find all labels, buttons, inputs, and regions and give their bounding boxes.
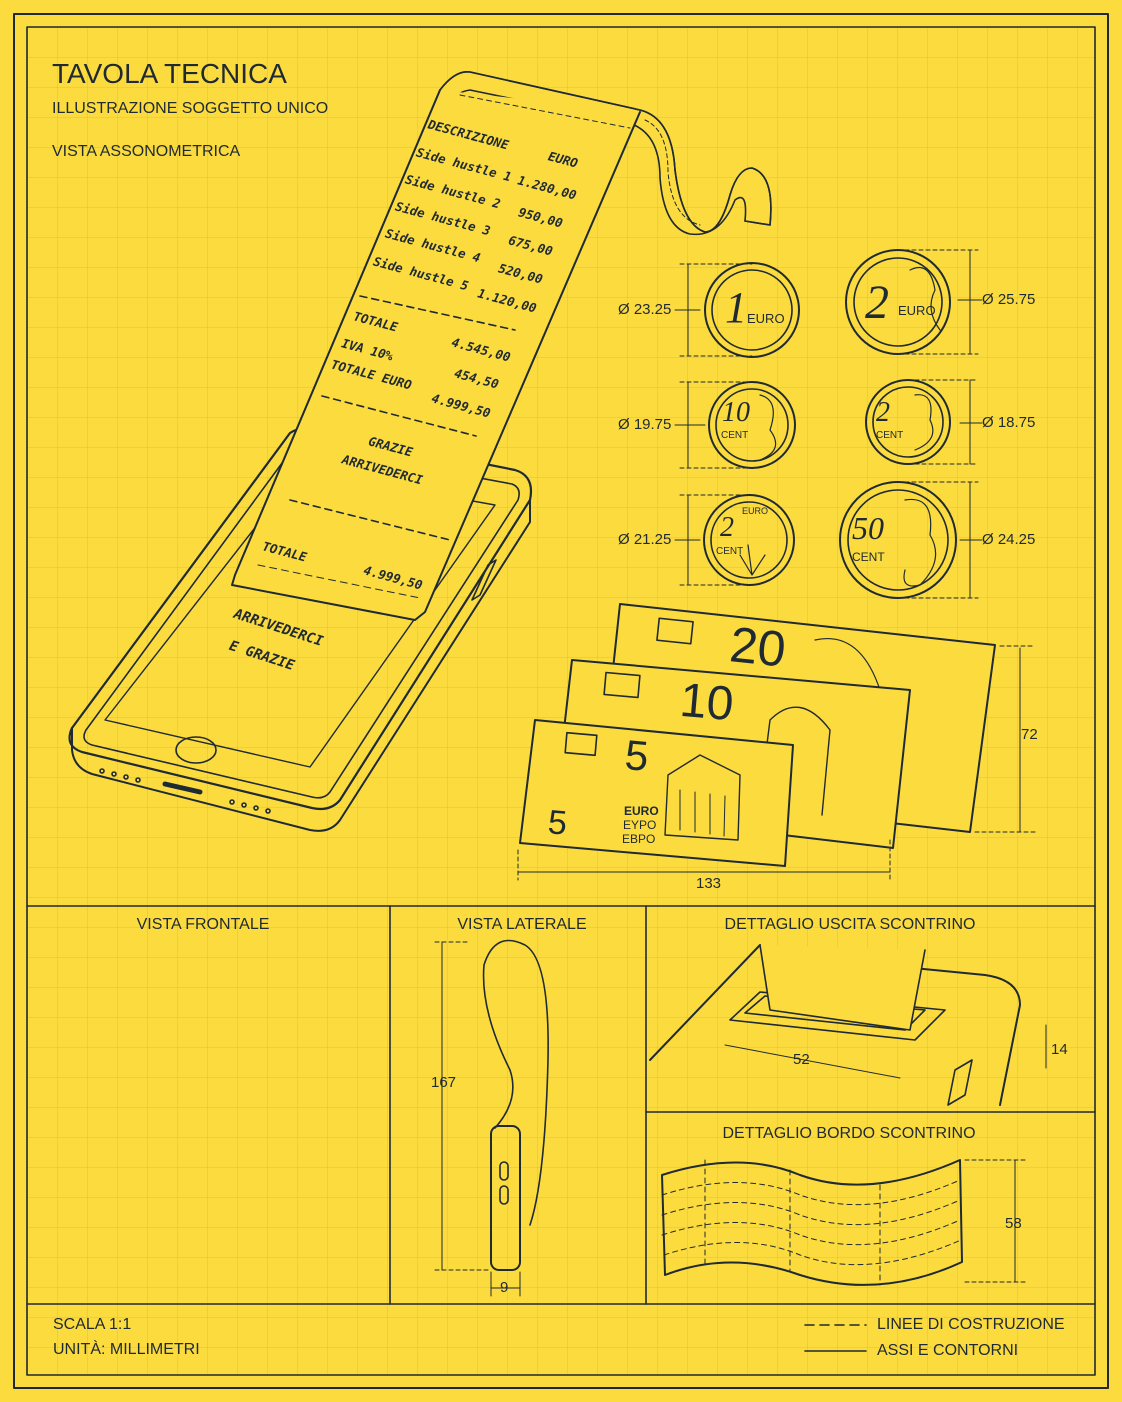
coin-diameter: Ø 18.75 <box>982 414 1036 431</box>
panel-title-exit: DETTAGLIO USCITA SCONTRINO <box>724 916 976 933</box>
panel-title-side: VISTA LATERALE <box>457 916 587 933</box>
legend-dashed-label: LINEE DI COSTRUZIONE <box>877 1316 1065 1333</box>
coins <box>674 249 983 599</box>
coin-diameter: Ø 19.75 <box>618 416 672 433</box>
panel-title-front: VISTA FRONTALE <box>136 916 270 933</box>
banknote-script: EYPO <box>623 818 657 832</box>
coin-unit: CENT <box>852 550 885 564</box>
exit-detail <box>649 944 1047 1106</box>
side-view <box>434 939 549 1297</box>
coin-diameter: Ø 24.25 <box>982 531 1036 548</box>
page-title: TAVOLA TECNICA <box>52 58 287 89</box>
home-button <box>175 736 217 764</box>
coin-value: 2 <box>720 512 734 543</box>
banknotes <box>517 603 1036 881</box>
edge-detail <box>661 1159 1026 1286</box>
receipt-illustration <box>231 71 772 621</box>
side-height-dim: 167 <box>431 1074 457 1091</box>
units-label: UNITÀ: MILLIMETRI <box>53 1341 200 1358</box>
coin-value: 2 <box>865 276 889 329</box>
banknote-script: EURO <box>624 804 659 818</box>
scale-label: SCALA 1:1 <box>53 1316 132 1333</box>
outer-border <box>13 13 1109 1389</box>
coin-diameter: Ø 25.75 <box>982 291 1036 308</box>
coin-value: 50 <box>852 510 884 546</box>
banknote-script: EBPO <box>622 832 656 846</box>
coin-value: 2 <box>876 397 890 428</box>
coin-unit: EURO <box>747 311 785 326</box>
panel-title-edge: DETTAGLIO BORDO SCONTRINO <box>722 1125 976 1142</box>
edge-height-dim: 58 <box>1005 1215 1022 1232</box>
coin-value: 1 <box>725 283 747 332</box>
exit-width-dim: 52 <box>793 1051 810 1068</box>
side-width-dim: 9 <box>500 1279 509 1296</box>
banknote-value: 5 <box>623 731 651 780</box>
coin-value: 10 <box>722 397 750 428</box>
coin-diameter: Ø 21.25 <box>618 531 672 548</box>
coin-unit: CENT <box>716 546 744 557</box>
coin-diameter: Ø 23.25 <box>618 301 672 318</box>
charging-port <box>162 781 203 795</box>
view-label: VISTA ASSONOMETRICA <box>52 143 241 160</box>
coin-top: EURO <box>742 506 769 516</box>
banknote-height-dim: 72 <box>1021 726 1038 743</box>
banknote-width-dim: 133 <box>696 875 722 892</box>
coin-unit: CENT <box>721 430 749 441</box>
banknote-value-small: 5 <box>546 803 569 843</box>
inner-border <box>26 26 1096 1376</box>
banknote-value: 10 <box>677 673 736 732</box>
coin-unit: EURO <box>898 303 936 318</box>
coin-unit: CENT <box>876 430 904 441</box>
exit-height-dim: 14 <box>1051 1041 1068 1058</box>
page-subtitle: ILLUSTRAZIONE SOGGETTO UNICO <box>52 100 329 117</box>
banknote-value: 20 <box>727 616 789 678</box>
legend-solid-label: ASSI E CONTORNI <box>877 1342 1019 1359</box>
